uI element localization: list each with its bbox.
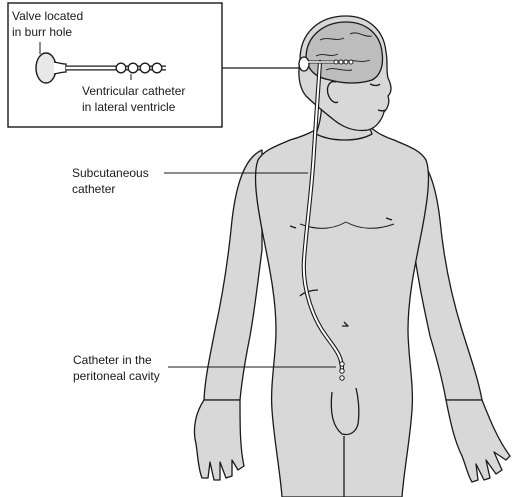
subcutaneous-label-line2: catheter xyxy=(72,182,115,196)
peritoneal-label-line1: Catheter in the xyxy=(73,353,152,367)
valve-in-head xyxy=(299,57,309,71)
peritoneal-label-line2: peritoneal cavity xyxy=(73,369,160,383)
human-figure xyxy=(194,16,510,497)
valve-label-line1: Valve located xyxy=(12,9,83,23)
ventricular-label-line2: in lateral ventricle xyxy=(82,100,176,114)
ventricular-label-line1: Ventricular catheter xyxy=(82,84,185,98)
peritoneal-tip-holes xyxy=(340,362,344,380)
torso xyxy=(256,124,429,497)
valve-label-line2: in burr hole xyxy=(12,25,72,39)
peritoneal-label: Catheter in the peritoneal cavity xyxy=(73,353,160,383)
right-hand xyxy=(446,400,510,482)
left-hand xyxy=(194,400,244,480)
subcutaneous-label-line1: Subcutaneous xyxy=(72,166,149,180)
inset-valve xyxy=(36,53,56,83)
subcutaneous-label: Subcutaneous catheter xyxy=(72,166,152,196)
inset-valve-neck xyxy=(54,62,66,74)
left-arm xyxy=(204,150,262,400)
